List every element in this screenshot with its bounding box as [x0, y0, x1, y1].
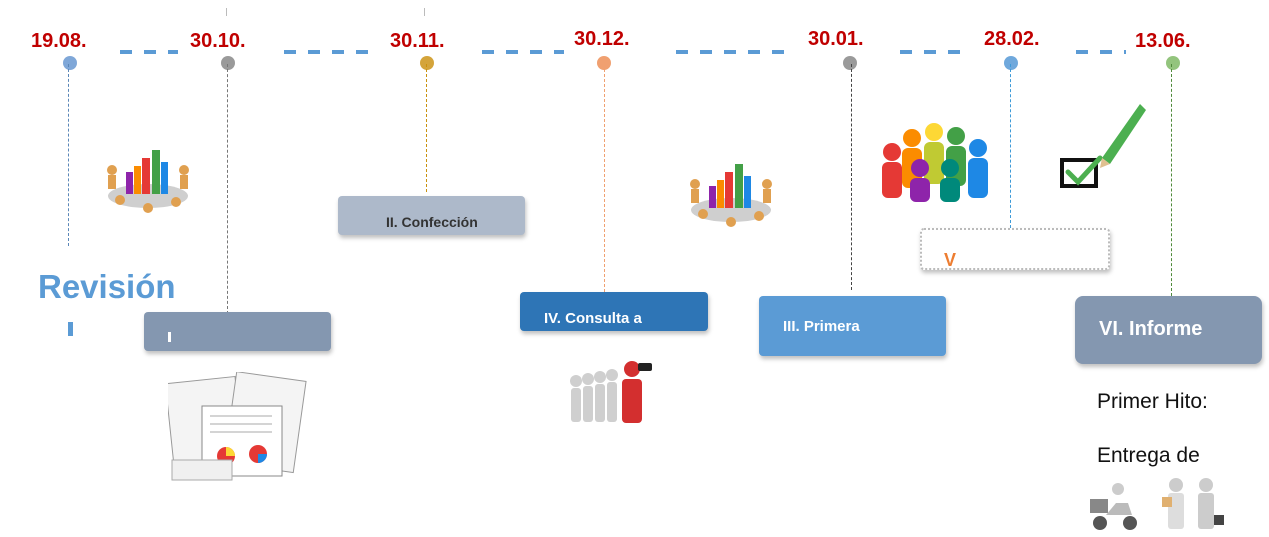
timeline-dash: [120, 50, 178, 54]
connector-line: [604, 64, 605, 292]
top-tick: [424, 8, 425, 16]
binoculars-people-icon: [570, 361, 652, 423]
revision-mark: [68, 322, 73, 336]
phase-box-6: VI. Informe: [1075, 296, 1262, 364]
milestone-dot: [1004, 56, 1018, 70]
phase-box-4-label: III. Primera: [783, 318, 860, 335]
phase-box-2-label: II. Confección: [386, 214, 478, 230]
phase-box-1: [144, 312, 331, 351]
date-label: 19.08.: [31, 30, 87, 52]
phase-box-4: III. Primera: [759, 296, 946, 356]
phase-box-2: II. Confección: [338, 196, 525, 235]
phase-box-6-label: VI. Informe: [1099, 318, 1203, 340]
phase-box-5-label: V: [944, 250, 957, 270]
milestone-dot: [843, 56, 857, 70]
timeline-dash: [900, 50, 966, 54]
milestone-dot: [1166, 56, 1180, 70]
timeline-dash: [284, 50, 372, 54]
date-label: 30.11.: [390, 30, 445, 52]
checkbox-pencil-icon: [1060, 104, 1146, 188]
timeline-dash: [482, 50, 564, 54]
date-label: 30.01.: [808, 28, 864, 50]
connector-line: [1171, 64, 1172, 296]
date-label: 30.12.: [574, 28, 630, 50]
connector-line: [851, 64, 852, 290]
connector-line: [426, 64, 427, 192]
connector-line: [1010, 64, 1011, 228]
milestone-dot: [221, 56, 235, 70]
delivery-icon: [1090, 478, 1224, 530]
connector-line: [68, 64, 69, 246]
people-circle-icon: [882, 123, 988, 202]
milestone-dot: [63, 56, 77, 70]
milestone-note-line-2: Entrega de: [1097, 444, 1200, 467]
phase-box-5: V: [920, 228, 1110, 270]
meeting-chart-icon: [107, 150, 189, 213]
milestone-note-line-1: Primer Hito:: [1097, 390, 1208, 413]
documents-icon: [168, 372, 307, 481]
top-tick: [226, 8, 227, 16]
connector-line: [227, 64, 228, 314]
timeline-dash: [676, 50, 788, 54]
date-label: 28.02.: [984, 28, 1040, 50]
timeline-dash: [1076, 50, 1126, 54]
date-label: 13.06.: [1135, 30, 1191, 52]
milestone-dot: [420, 56, 434, 70]
milestone-dot: [597, 56, 611, 70]
meeting-chart-icon: [690, 164, 772, 227]
phase-box-3-label: IV. Consulta a: [544, 310, 642, 327]
date-label: 30.10.: [190, 30, 246, 52]
phase-box-3: IV. Consulta a: [520, 292, 708, 331]
revision-label: Revisión: [38, 268, 176, 305]
phase-box-1-mark: [168, 332, 171, 342]
